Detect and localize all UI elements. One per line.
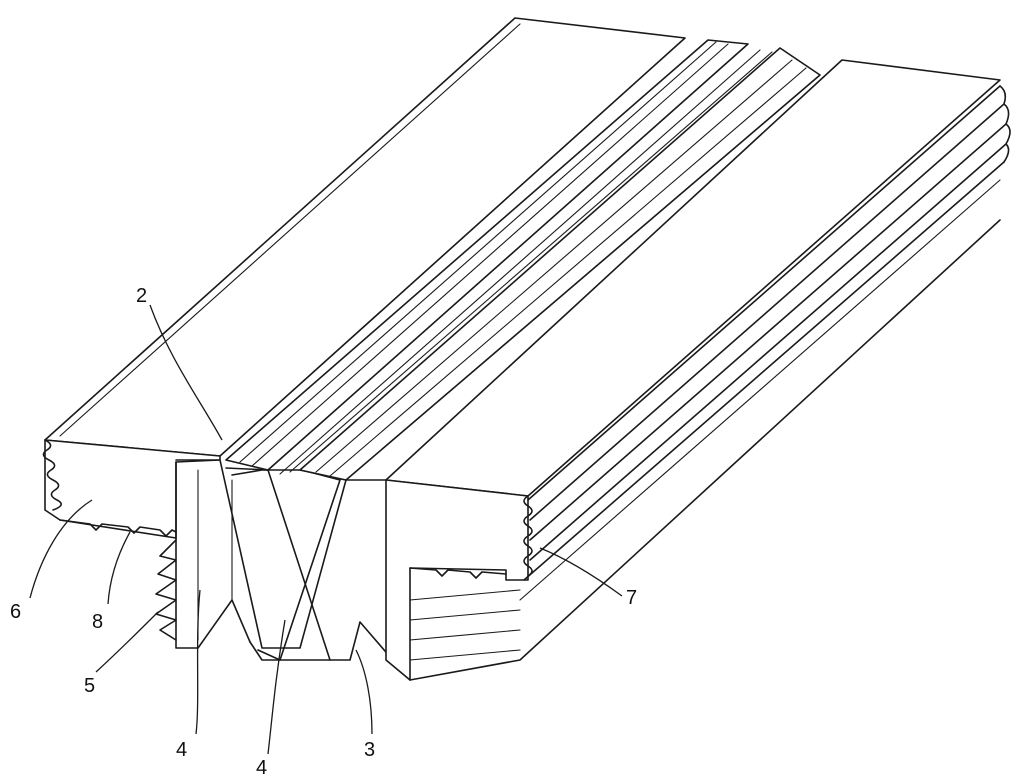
left-block	[42, 17, 686, 539]
rib-4	[529, 143, 1007, 561]
side-teeth-5	[155, 539, 177, 641]
leader-lines	[29, 304, 623, 755]
leader-3	[355, 649, 373, 735]
web-diagonal-b	[231, 469, 341, 661]
leader-4b	[267, 619, 286, 755]
leader-8	[107, 531, 131, 605]
web-core	[155, 459, 411, 681]
rib-2	[529, 103, 1005, 521]
ref-label-4a: 4	[176, 739, 187, 761]
web-diagonal-a	[225, 467, 331, 661]
rib-5	[523, 161, 1005, 581]
reference-numerals: 2 6 8 5 4 4 3 7	[10, 285, 637, 779]
rib-1	[527, 85, 1001, 501]
ref-label-2: 2	[136, 285, 147, 307]
right-block	[385, 59, 1011, 681]
ref-label-7: 7	[626, 587, 637, 609]
ref-label-8: 8	[92, 611, 103, 633]
bottom-flange	[249, 621, 411, 681]
tongue-profile-left	[42, 439, 62, 511]
leader-6	[29, 499, 93, 599]
rib-3	[529, 123, 1007, 541]
ref-label-6: 6	[10, 601, 21, 623]
ref-label-3: 3	[364, 739, 375, 761]
ref-label-5: 5	[84, 675, 95, 697]
tongue-profile-right	[523, 495, 533, 577]
left-block-end-face	[44, 439, 221, 539]
leader-4a	[195, 589, 201, 735]
bottom-teeth-8	[59, 519, 177, 537]
leader-2	[149, 304, 223, 441]
right-block-end-face	[385, 479, 529, 681]
leader-5	[95, 611, 159, 673]
leader-7	[539, 547, 623, 597]
middle-ridges	[219, 37, 821, 481]
ref-label-4b: 4	[256, 757, 267, 779]
